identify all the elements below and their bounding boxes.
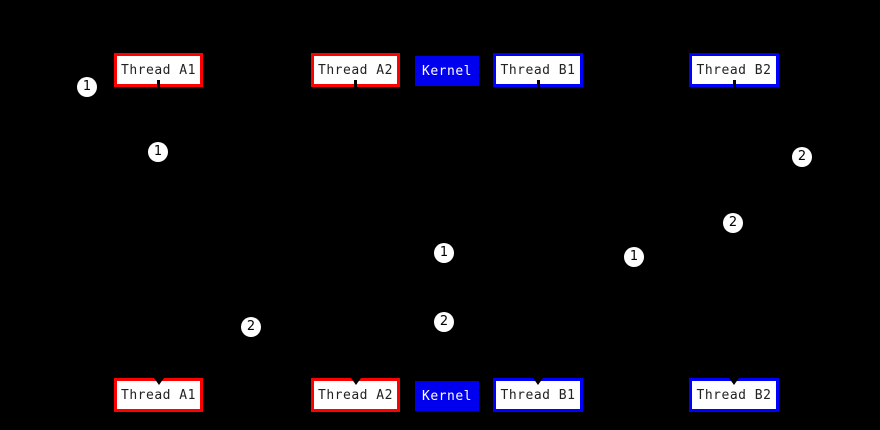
step-badge: 1 — [434, 243, 454, 263]
edge-arrowhead-notch — [350, 378, 361, 385]
node-label: Thread B1 — [500, 62, 576, 78]
node-label: Kernel — [422, 63, 472, 79]
node-thread-a1-top: Thread A1 — [114, 53, 203, 87]
node-label: Thread B2 — [696, 387, 772, 403]
step-badge: 1 — [77, 77, 97, 97]
node-kernel-bottom: Kernel — [415, 381, 479, 411]
edge-endpoint-tick — [536, 80, 540, 87]
edge-arrowhead-notch — [153, 378, 164, 385]
step-badge: 1 — [148, 142, 168, 162]
node-label: Kernel — [422, 388, 472, 404]
node-thread-a1-bottom: Thread A1 — [114, 378, 203, 412]
node-thread-b2-top: Thread B2 — [689, 53, 779, 87]
node-thread-b1-bottom: Thread B1 — [493, 378, 583, 412]
edge-endpoint-tick — [157, 80, 160, 87]
step-badge: 2 — [434, 312, 454, 332]
step-badge: 1 — [624, 247, 644, 267]
node-thread-a2-top: Thread A2 — [311, 53, 400, 87]
node-label: Thread B1 — [500, 387, 576, 403]
node-label: Thread A1 — [121, 62, 196, 78]
step-badge: 2 — [241, 317, 261, 337]
node-label: Thread A1 — [121, 387, 196, 403]
node-thread-b1-top: Thread B1 — [493, 53, 583, 87]
node-label: Thread A2 — [318, 387, 393, 403]
edge-arrowhead-notch — [533, 378, 543, 385]
edge-arrowhead-notch — [729, 378, 739, 385]
node-kernel-top: Kernel — [415, 56, 479, 86]
node-thread-a2-bottom: Thread A2 — [311, 378, 400, 412]
step-badge: 2 — [792, 147, 812, 167]
edge-endpoint-tick — [732, 80, 736, 87]
node-label: Thread A2 — [318, 62, 393, 78]
step-badge: 2 — [723, 213, 743, 233]
edge-endpoint-tick — [354, 80, 357, 87]
node-label: Thread B2 — [696, 62, 772, 78]
node-thread-b2-bottom: Thread B2 — [689, 378, 779, 412]
